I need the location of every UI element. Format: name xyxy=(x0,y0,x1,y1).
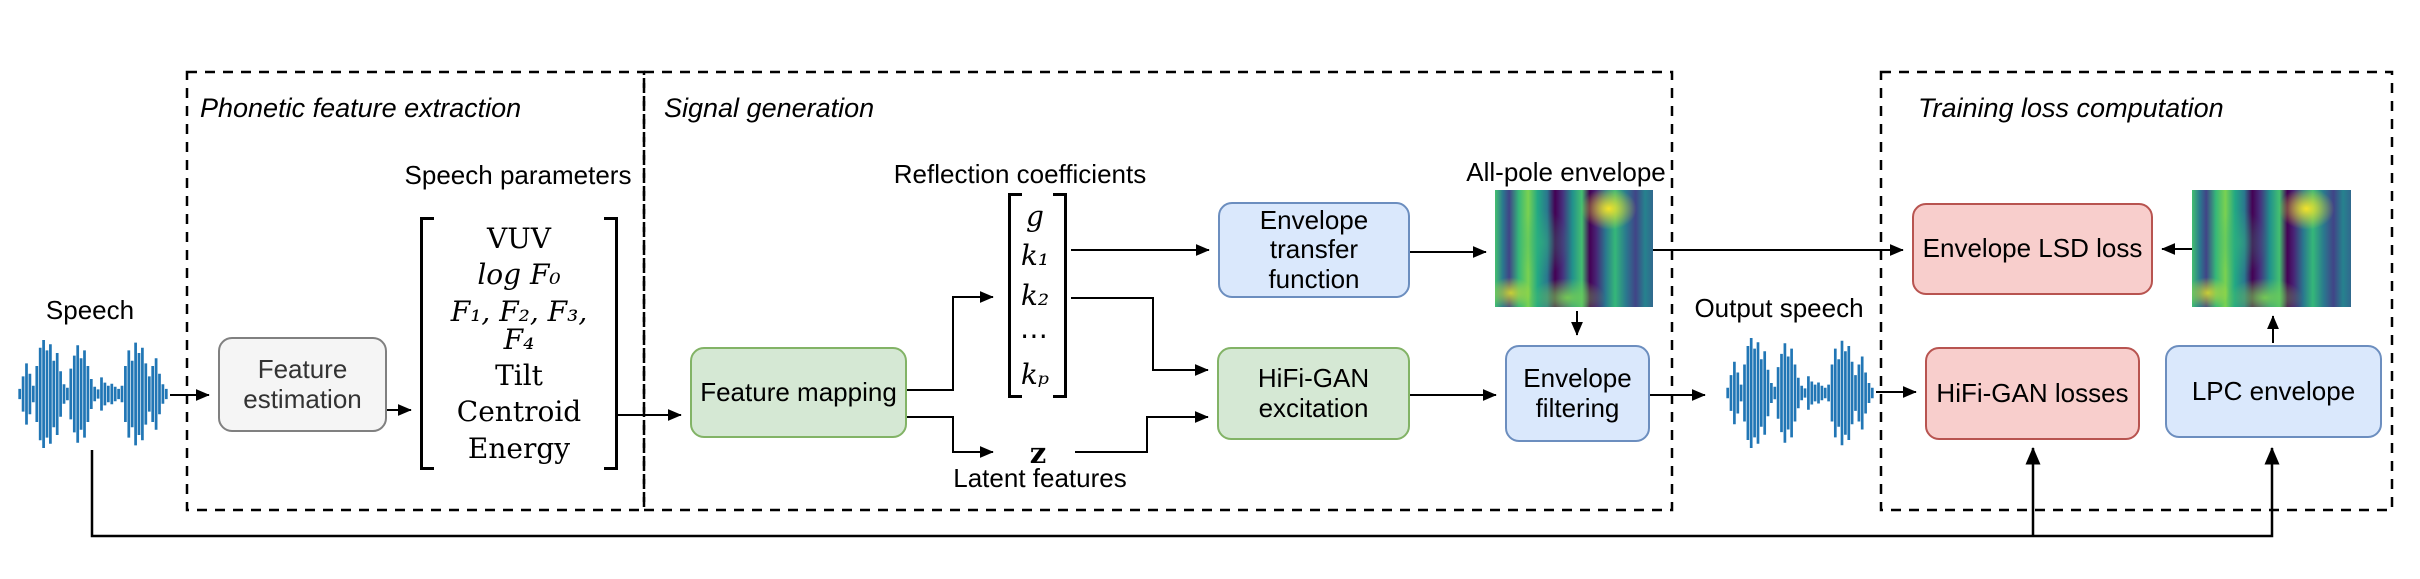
left-bracket xyxy=(420,217,434,470)
lpc-envelope-spectrogram xyxy=(2192,190,2351,307)
parameter-centroid: Centroid xyxy=(456,395,582,429)
right-bracket xyxy=(1053,193,1067,398)
coefficient-k2: k₂ xyxy=(1020,278,1050,312)
envelope-filtering-box: Envelope filtering xyxy=(1505,345,1650,442)
lpc-envelope-label: LPC envelope xyxy=(2191,375,2356,406)
arrow-feature-mapping-to-latent-features xyxy=(907,416,994,458)
coefficient-kp: kₚ xyxy=(1020,358,1050,392)
parameter-formants: F₁, F₂, F₃, F₄ xyxy=(450,294,588,356)
hifi-gan-excitation-box: HiFi-GAN excitation xyxy=(1217,347,1410,440)
arrow-coefficients-to-hifi-gan-excitation xyxy=(1071,297,1209,376)
envelope-filtering-label: Envelope filtering xyxy=(1523,363,1632,423)
arrow-latent-features-to-hifi-gan-excitation xyxy=(1075,411,1209,453)
output-speech-waveform xyxy=(1726,338,1874,448)
speech-waveform xyxy=(18,340,168,448)
reflection-coefficients-vector: g k₁ k₂ ⋯ kₚ xyxy=(1012,197,1058,395)
all-pole-envelope-spectrogram xyxy=(1495,190,1653,307)
feature-estimation-box: Feature estimation xyxy=(218,337,387,432)
feature-mapping-label: Feature mapping xyxy=(700,376,897,407)
parameter-log-f0: log F₀ xyxy=(477,258,561,292)
right-bracket xyxy=(604,217,618,470)
envelope-lsd-loss-label: Envelope LSD loss xyxy=(1922,233,2143,264)
hifi-gan-losses-box: HiFi-GAN losses xyxy=(1925,347,2140,440)
speech-parameters-vector: VUV log F₀ F₁, F₂, F₃, F₄ Tilt Centroid … xyxy=(436,221,602,467)
output-speech-label: Output speech xyxy=(1694,293,1864,323)
parameter-energy: Energy xyxy=(467,431,571,465)
parameter-tilt: Tilt xyxy=(495,359,543,393)
feature-mapping-box: Feature mapping xyxy=(690,347,907,438)
training-section-border xyxy=(1879,70,2394,512)
training-section-title: Training loss computation xyxy=(1918,93,2224,123)
feature-estimation-label: Feature estimation xyxy=(243,354,362,414)
envelope-transfer-function-box: Envelope transfer function xyxy=(1218,202,1410,298)
signal-section-title: Signal generation xyxy=(664,93,875,123)
latent-z-symbol: z xyxy=(1029,436,1047,470)
feedback-line-speech-to-lpc-envelope xyxy=(90,446,2280,538)
parameter-vuv: VUV xyxy=(486,222,552,256)
left-bracket xyxy=(1008,193,1022,398)
hifi-gan-excitation-label: HiFi-GAN excitation xyxy=(1257,363,1370,423)
phonetic-section-title: Phonetic feature extraction xyxy=(200,93,522,123)
speech-parameters-label: Speech parameters xyxy=(404,160,632,190)
coefficient-k1: k₁ xyxy=(1020,239,1050,273)
all-pole-envelope-label: All-pole envelope xyxy=(1466,157,1666,187)
arrow-feature-mapping-to-reflection-coefficients xyxy=(907,291,994,391)
hifi-gan-losses-label: HiFi-GAN losses xyxy=(1936,377,2129,408)
signal-section-border xyxy=(642,70,1674,512)
envelope-lsd-loss-box: Envelope LSD loss xyxy=(1912,203,2153,295)
reflection-coefficients-label: Reflection coefficients xyxy=(893,159,1147,189)
latent-features-label: Latent features xyxy=(953,463,1127,493)
coefficient-ellipsis: ⋯ xyxy=(1020,318,1050,352)
lpc-envelope-box: LPC envelope xyxy=(2165,345,2382,438)
phonetic-section-border xyxy=(185,70,646,512)
speech-label: Speech xyxy=(45,295,135,325)
envelope-transfer-function-label: Envelope transfer function xyxy=(1259,205,1369,294)
coefficient-g: g xyxy=(1026,199,1044,233)
